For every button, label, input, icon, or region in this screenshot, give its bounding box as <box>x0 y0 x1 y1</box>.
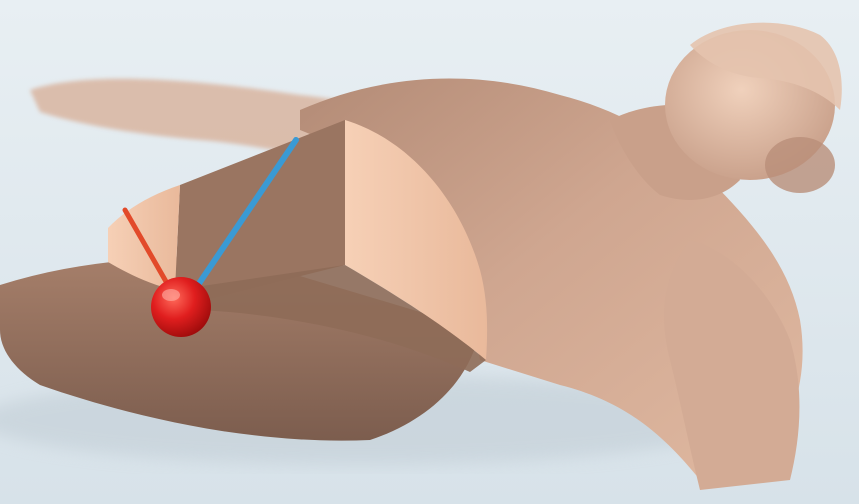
sphere-highlight <box>162 289 180 301</box>
marker-sphere <box>151 277 211 337</box>
ear <box>765 137 835 193</box>
